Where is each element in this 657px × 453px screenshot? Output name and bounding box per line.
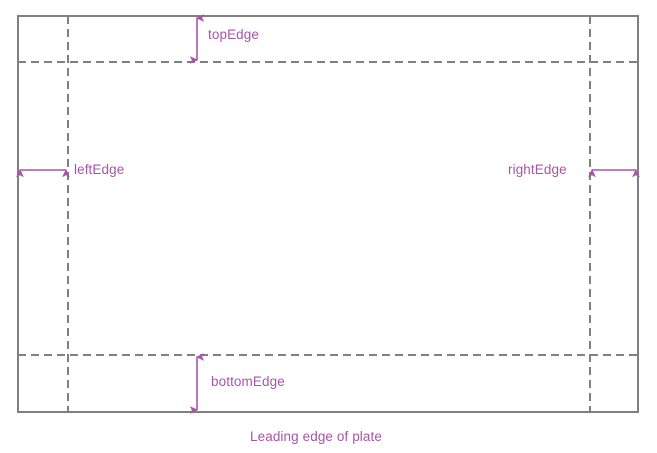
annotation-label-leftEdge: leftEdge [74, 162, 125, 177]
annotation-label-topEdge: topEdge [208, 27, 259, 42]
plate-rectangle [17, 15, 639, 413]
diagram-caption: Leading edge of plate [250, 429, 382, 444]
annotation-label-rightEdge: rightEdge [508, 162, 567, 177]
annotation-label-bottomEdge: bottomEdge [211, 374, 285, 389]
